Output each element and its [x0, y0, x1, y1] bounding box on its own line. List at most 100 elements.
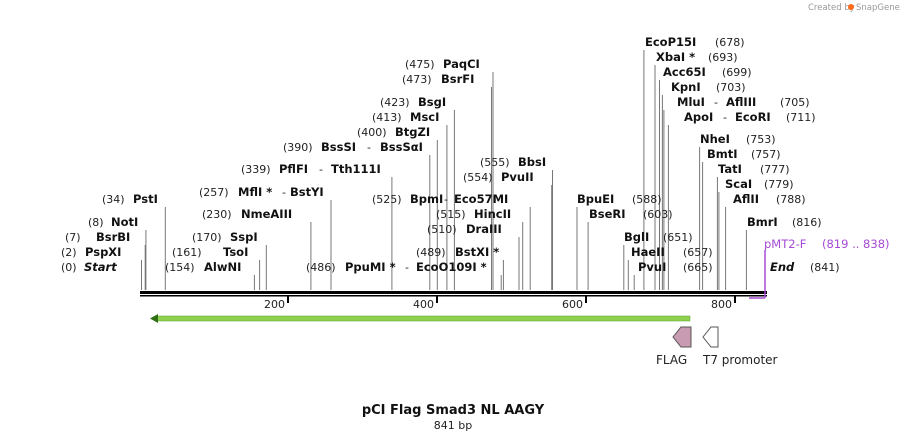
site-label-bmti[interactable]: BmtI — [707, 147, 738, 161]
site-pos-bsrfi: (473) — [402, 73, 432, 86]
site-pos-bsssi: (390) — [283, 141, 313, 154]
site-label-msci[interactable]: MscI — [410, 110, 439, 124]
site-label-bsrfi[interactable]: BsrFI — [441, 72, 474, 86]
restriction-site-labels: (0) Start (2) PspXI (7) BsrBI (8) NotI (… — [61, 35, 840, 274]
feature-orf-arrow[interactable] — [150, 314, 691, 323]
ruler-tick — [585, 296, 587, 303]
site-label-tth111i[interactable]: Tth111I — [331, 162, 381, 176]
site-label-sspi[interactable]: SspI — [230, 230, 258, 244]
site-label-acc65i[interactable]: Acc65I — [663, 65, 706, 79]
site-label-pspxi[interactable]: PspXI — [85, 245, 121, 259]
site-label-tati[interactable]: TatI — [718, 162, 742, 176]
site-label-tsoi[interactable]: TsoI — [223, 245, 248, 259]
site-pos-tati: (777) — [760, 163, 790, 176]
site-label-xbai[interactable]: XbaI * — [656, 50, 695, 64]
credit-brand: SnapGene — [856, 3, 900, 13]
site-pos-scai: (779) — [764, 178, 794, 191]
site-label-bpuei[interactable]: BpuEI — [577, 192, 614, 206]
site-label-bmri[interactable]: BmrI — [747, 215, 778, 229]
site-label-end[interactable]: End — [770, 260, 795, 274]
site-pos-bpmi: (525) — [372, 193, 402, 206]
primer-name: pMT2-F — [764, 237, 806, 251]
site-label-aflii[interactable]: AflII — [733, 192, 759, 206]
site-label-nhei[interactable]: NheI — [700, 132, 730, 146]
site-pos-draiii: (510) — [427, 223, 457, 236]
ruler-label: 400 — [413, 298, 434, 311]
site-pos-msci: (413) — [372, 111, 402, 124]
site-label-bsssi[interactable]: BssSI — [321, 140, 356, 154]
site-label-kpni[interactable]: KpnI — [671, 80, 701, 94]
site-pos-nmeaiii: (230) — [202, 208, 232, 221]
site-sep: - — [405, 261, 409, 274]
ruler-label: 200 — [264, 298, 285, 311]
site-label-bbsi[interactable]: BbsI — [518, 155, 546, 169]
site-pos-bpuei: (588) — [632, 193, 662, 206]
site-pos-pvuii: (554) — [463, 171, 493, 184]
site-label-apoi[interactable]: ApoI — [684, 110, 713, 124]
site-pos-noti: (8) — [88, 216, 104, 229]
site-label-bpmi[interactable]: BpmI — [410, 192, 443, 206]
site-pos-ecop15i: (678) — [715, 36, 745, 49]
site-label-psti[interactable]: PstI — [133, 192, 158, 206]
site-sep: - — [367, 141, 371, 154]
site-pos-apoi: (711) — [786, 111, 816, 124]
site-label-alwni[interactable]: AlwNI — [204, 260, 241, 274]
site-label-eco57mi[interactable]: Eco57MI — [454, 192, 508, 206]
site-label-bstyi[interactable]: BstYI — [290, 185, 324, 199]
site-pos-bseri: (603) — [643, 208, 673, 221]
site-label-bstxi[interactable]: BstXI * — [455, 245, 499, 259]
site-label-noti[interactable]: NotI — [111, 215, 138, 229]
site-label-ecop15i[interactable]: EcoP15I — [645, 35, 696, 49]
site-pos-pvui: (665) — [683, 261, 713, 274]
site-label-bsgi[interactable]: BsgI — [418, 95, 446, 109]
site-label-pvui[interactable]: PvuI — [638, 260, 666, 274]
ruler-tick — [287, 296, 289, 303]
site-pos-nhei: (753) — [746, 133, 776, 146]
feature-t7-promoter[interactable]: T7 promoter — [702, 326, 778, 367]
site-pos-haeii: (657) — [683, 246, 713, 259]
site-label-nmeaiii[interactable]: NmeAIII — [241, 207, 292, 221]
site-label-bseri[interactable]: BseRI — [589, 207, 626, 221]
site-label-ecoo109i[interactable]: EcoO109I * — [416, 260, 487, 274]
feature-label-t7-promoter: T7 promoter — [702, 353, 778, 367]
site-pos-bmri: (816) — [792, 216, 822, 229]
map-title: pCI Flag Smad3 NL AAGY — [362, 403, 545, 418]
feature-flag[interactable]: FLAG — [656, 326, 692, 367]
feature-label-flag: FLAG — [656, 353, 687, 367]
site-label-bsssai[interactable]: BssSαI — [380, 140, 423, 154]
site-pos-pflfi: (339) — [241, 163, 271, 176]
ruler-label: 600 — [562, 298, 583, 311]
site-label-haeii[interactable]: HaeII — [631, 245, 665, 259]
credit-text: Created by — [808, 3, 855, 13]
site-pos-start: (0) — [61, 261, 77, 274]
site-label-pvuii[interactable]: PvuII — [501, 170, 534, 184]
site-label-hincii[interactable]: HincII — [474, 207, 511, 221]
site-label-btgzi[interactable]: BtgZI — [395, 125, 430, 139]
site-label-start[interactable]: Start — [84, 260, 117, 274]
site-label-ppumi[interactable]: PpuMI * — [345, 260, 396, 274]
site-label-mfli[interactable]: MflI * — [238, 185, 272, 199]
site-pos-hincii: (515) — [436, 208, 466, 221]
site-label-bsrbi[interactable]: BsrBI — [96, 230, 130, 244]
site-label-mlui[interactable]: MluI — [677, 95, 705, 109]
ruler-tick — [734, 296, 736, 303]
site-pos-bmti: (757) — [751, 148, 781, 161]
site-pos-bgli: (651) — [663, 231, 693, 244]
site-pos-acc65i: (699) — [722, 66, 752, 79]
site-sep: - — [282, 186, 286, 199]
primer-pmt2-f[interactable]: pMT2-F (819 .. 838) — [749, 237, 890, 299]
snapgene-logo-icon — [848, 4, 854, 10]
site-pos-bstxi: (489) — [416, 246, 446, 259]
site-label-draiii[interactable]: DraIII — [466, 222, 502, 236]
site-sep: - — [714, 96, 718, 109]
site-label-pflfi[interactable]: PflFI — [279, 162, 308, 176]
site-pos-btgzi: (400) — [357, 126, 387, 139]
site-pos-kpni: (703) — [716, 81, 746, 94]
site-label-paqci[interactable]: PaqCI — [443, 57, 480, 71]
site-label-afliii[interactable]: AflIII — [726, 95, 756, 109]
site-label-bgli[interactable]: BglI — [624, 230, 649, 244]
site-label-ecori[interactable]: EcoRI — [735, 110, 771, 124]
site-label-scai[interactable]: ScaI — [725, 177, 752, 191]
site-pos-bsrbi: (7) — [65, 231, 81, 244]
